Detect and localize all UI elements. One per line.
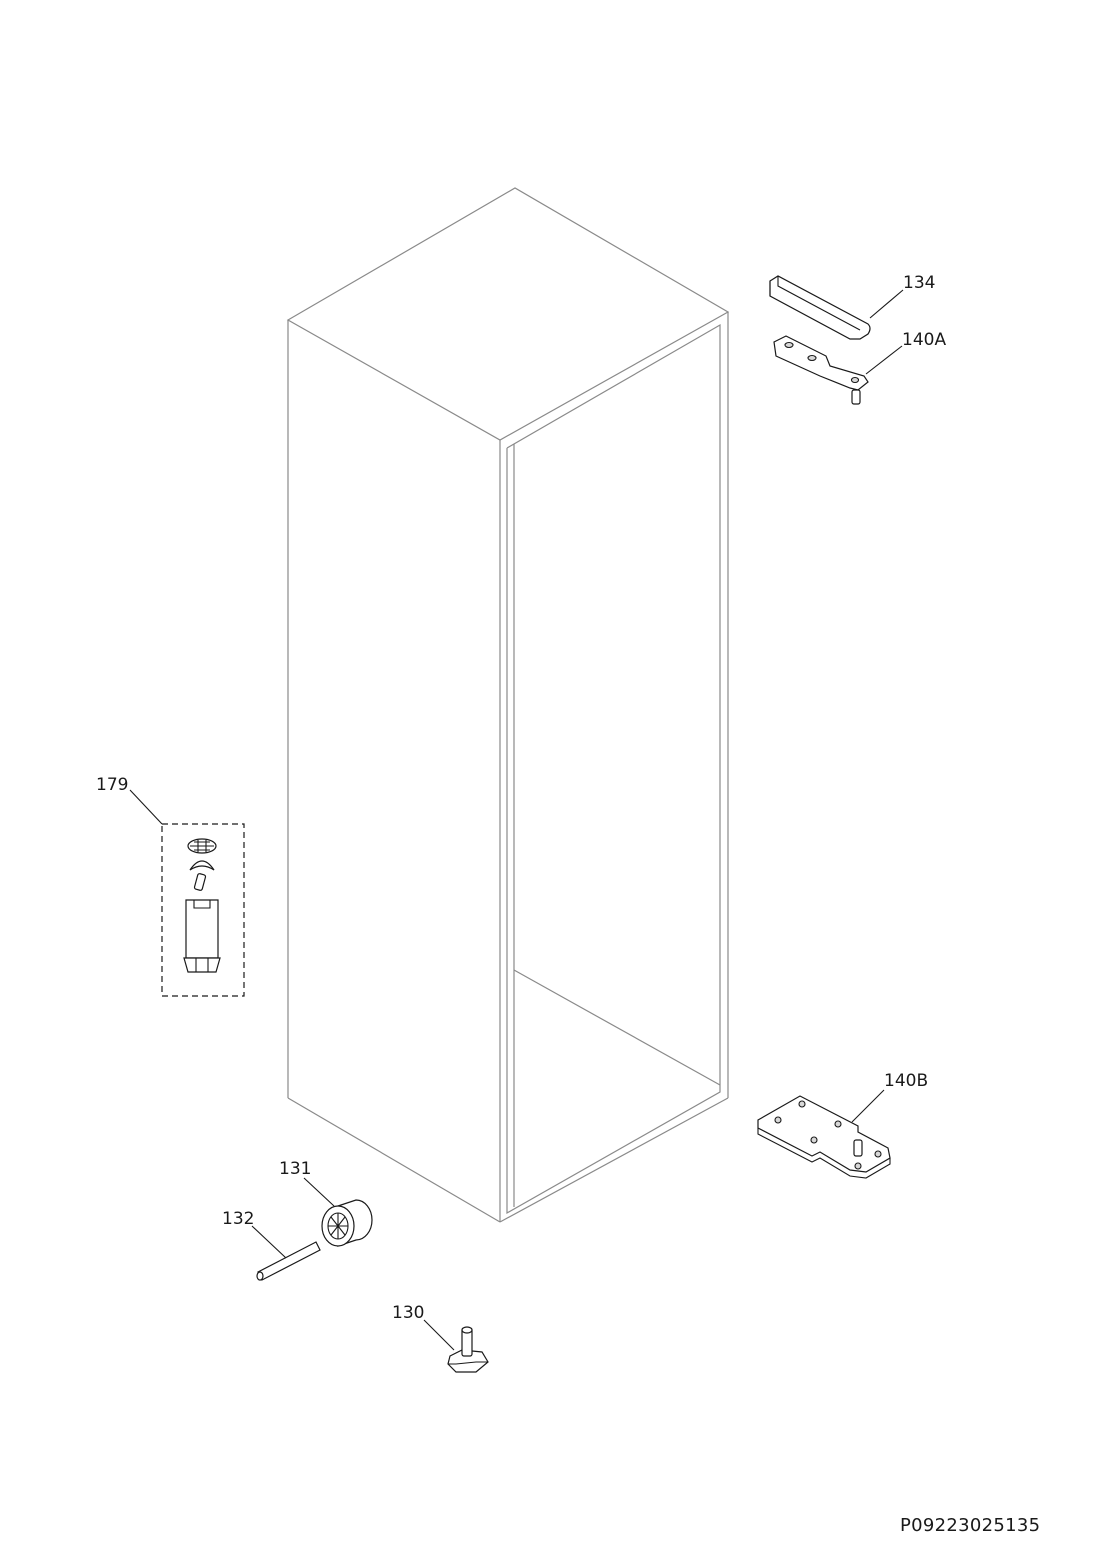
part-label-132: 132 (222, 1209, 254, 1229)
adjustable-foot-icon (423, 1319, 489, 1373)
part-label-140B: 140B (884, 1071, 928, 1091)
axle-pin-icon (251, 1225, 321, 1281)
part-label-140A: 140A (902, 330, 946, 350)
filter-kit-icon (129, 789, 245, 997)
part-label-134: 134 (903, 273, 935, 293)
document-code: P09223025135 (900, 1515, 1041, 1536)
lower-hinge-icon (757, 1089, 891, 1179)
upper-hinge-icon (773, 335, 903, 405)
wheel-icon (303, 1177, 373, 1247)
door-cover-cap-icon (769, 275, 904, 340)
part-label-131: 131 (279, 1159, 311, 1179)
cabinet-body (286, 187, 730, 1223)
part-label-130: 130 (392, 1303, 424, 1323)
part-label-179: 179 (96, 775, 128, 795)
